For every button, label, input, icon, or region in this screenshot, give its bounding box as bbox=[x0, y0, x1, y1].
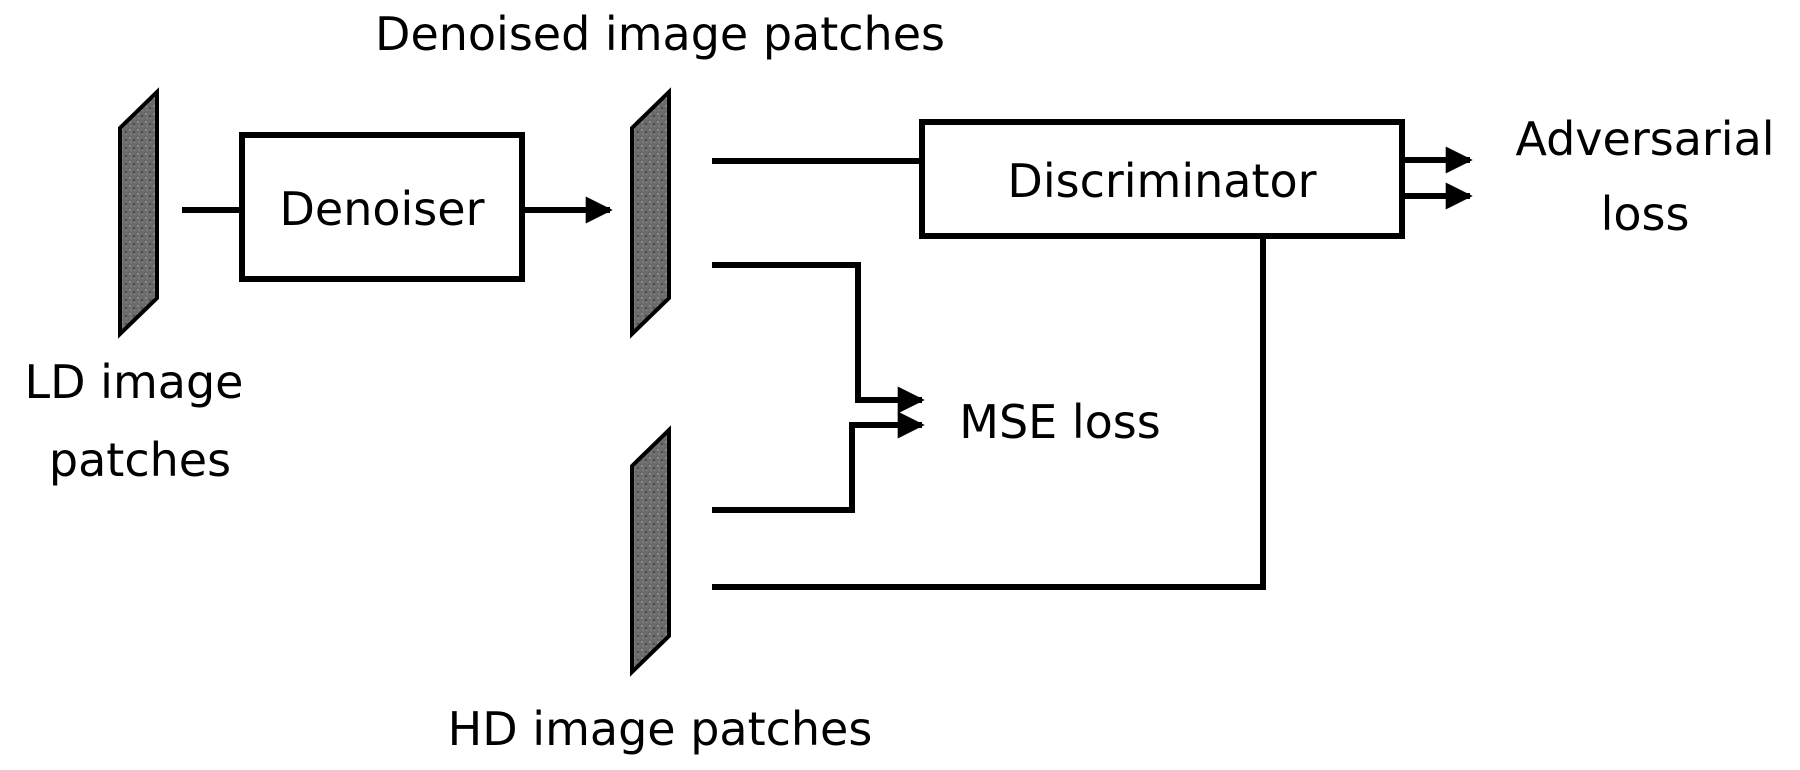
adversarial-loss-label-line2: loss bbox=[1601, 187, 1690, 241]
hd-patches-label: HD image patches bbox=[448, 702, 873, 756]
denoiser-label: Denoiser bbox=[280, 182, 485, 236]
ld-patches-label-line2: patches bbox=[49, 433, 231, 487]
denoised-image-patch bbox=[630, 87, 671, 339]
hd-image-patch bbox=[630, 425, 671, 677]
discriminator-label: Discriminator bbox=[1007, 154, 1316, 208]
denoised-patches-label: Denoised image patches bbox=[375, 7, 945, 61]
hd-to-discriminator-line bbox=[712, 236, 1266, 590]
denoised-to-mse-arrow bbox=[712, 262, 925, 414]
mse-loss-label: MSE loss bbox=[959, 395, 1160, 449]
hd-to-mse-arrow bbox=[712, 411, 925, 513]
ld-image-patch bbox=[118, 87, 159, 339]
ld-patches-label-line1: LD image bbox=[25, 355, 244, 409]
adversarial-loss-label-line1: Adversarial bbox=[1515, 112, 1774, 166]
discriminator-box bbox=[919, 119, 1405, 239]
